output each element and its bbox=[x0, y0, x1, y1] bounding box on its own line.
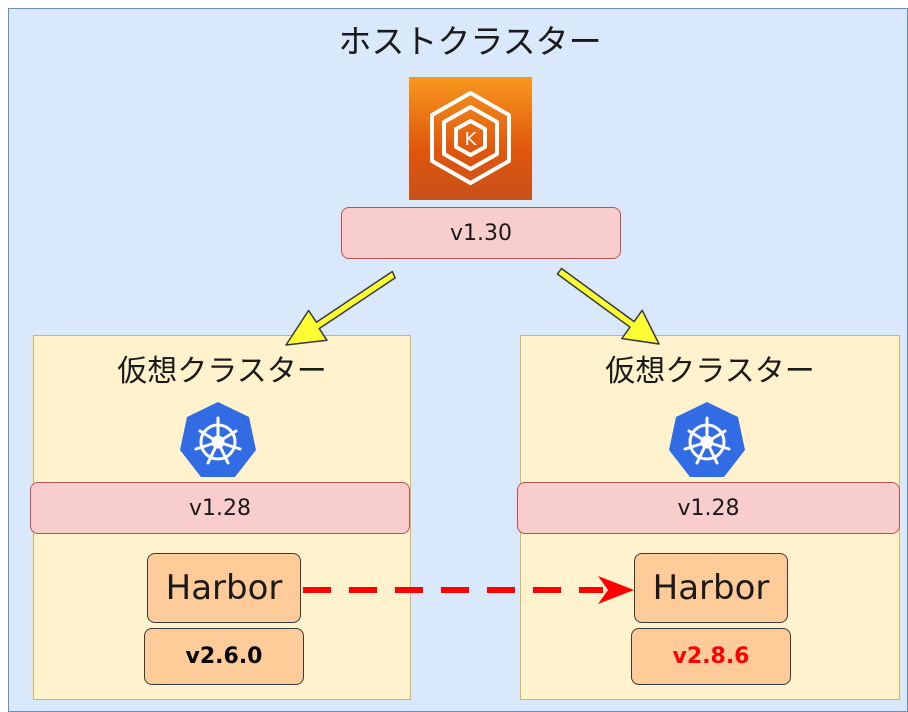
svg-text:K: K bbox=[465, 129, 478, 150]
eks-icon: K bbox=[409, 77, 532, 200]
harbor-version-text-left: v2.6.0 bbox=[185, 644, 263, 669]
virtual-version-badge-right: v1.28 bbox=[517, 482, 900, 534]
harbor-version-text-right: v2.8.6 bbox=[672, 644, 750, 669]
harbor-box-right: Harbor bbox=[634, 553, 788, 623]
kubernetes-icon bbox=[667, 400, 747, 480]
virtual-cluster-title-left: 仮想クラスター bbox=[117, 354, 327, 389]
harbor-version-left: v2.6.0 bbox=[144, 628, 304, 685]
kubernetes-icon bbox=[178, 400, 258, 480]
virtual-version-badge-left: v1.28 bbox=[30, 482, 410, 534]
host-cluster-title: ホストクラスター bbox=[338, 22, 602, 61]
harbor-box-left: Harbor bbox=[147, 553, 301, 623]
harbor-version-right: v2.8.6 bbox=[631, 628, 791, 685]
virtual-cluster-title-right: 仮想クラスター bbox=[605, 354, 815, 389]
host-version-badge: v1.30 bbox=[341, 207, 621, 259]
